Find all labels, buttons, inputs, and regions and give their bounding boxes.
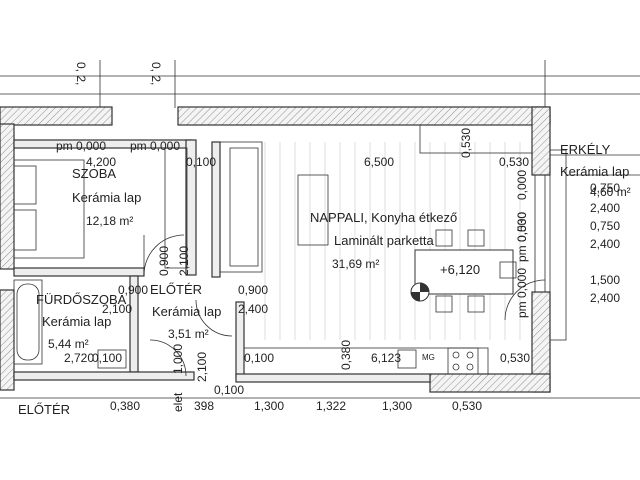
dim-0000-vertical: 0,000: [515, 170, 529, 200]
level-elevation: +6,120: [440, 262, 480, 277]
level-pm-vertical-2: pm 0,000: [515, 212, 529, 262]
axis-mark-middle: 0, 2,: [149, 62, 163, 85]
dim-0750-a: 0,750: [590, 181, 620, 195]
dining-table: [414, 229, 517, 313]
dim-0100-bottom: 0,100: [214, 383, 244, 397]
interior-walls: [13, 139, 431, 383]
room-name-nappali: NAPPALI, Konyha étkező: [310, 210, 457, 225]
level-pm-vertical-1: pm 0,000: [515, 268, 529, 318]
bed: [13, 159, 85, 259]
label-mg: MG: [422, 353, 435, 362]
balcony: [549, 149, 640, 341]
room-floor-szoba: Kerámia lap: [72, 190, 141, 205]
label-elet: elet: [171, 392, 185, 412]
dim-1300-a: 1,300: [254, 399, 284, 413]
dim-0530-top: 0,530: [459, 128, 473, 158]
dim-2100-b: 2,100: [195, 352, 209, 382]
level-pm-mid: pm 0,000: [130, 139, 180, 153]
dim-0100-top: 0,100: [186, 155, 216, 169]
room-floor-nappali: Laminált parketta: [334, 233, 434, 248]
washbasin: [97, 349, 127, 369]
room-area-furdo: 5,44 m²: [48, 337, 89, 351]
level-marker: [410, 282, 430, 302]
room-name-eloter-2: ELŐTÉR: [18, 402, 70, 417]
dim-2400-b: 2,400: [590, 237, 620, 251]
room-area-szoba: 12,18 m²: [86, 214, 133, 228]
kitchen-counter: [243, 347, 489, 375]
room-area-eloter: 3,51 m²: [168, 327, 209, 341]
axis-mark-left: 0, 2,: [74, 62, 88, 85]
dim-2720: 2,720: [64, 351, 94, 365]
room-name-eloter: ELŐTÉR: [150, 282, 202, 297]
dim-0530-bottom: 0,530: [500, 351, 530, 365]
balcony-door: [504, 175, 546, 321]
dim-398: 398: [194, 399, 214, 413]
dim-1500: 1,500: [590, 273, 620, 287]
kitchen-counter-top: [419, 124, 533, 154]
bathtub: [13, 279, 43, 365]
dim-0900-h-mid: 0,900: [238, 283, 268, 297]
dim-0530-bottom-2: 0,530: [452, 399, 482, 413]
room-name-furdo: FÜRDŐSZOBA: [36, 292, 127, 307]
axis-lines: [0, 60, 640, 108]
room-name-szoba: SZOBA: [72, 166, 116, 181]
dim-1322: 1,322: [316, 399, 346, 413]
exterior-walls: [0, 106, 551, 393]
dim-2400-a: 2,400: [590, 201, 620, 215]
dim-6500: 6,500: [364, 155, 394, 169]
sofa: [219, 141, 263, 273]
dim-1000: 1,000: [171, 344, 185, 374]
room-name-erkely: ERKÉLY: [560, 142, 611, 157]
dim-4200: 4,200: [86, 155, 116, 169]
room-floor-eloter: Kerámia lap: [152, 304, 221, 319]
dim-0530-vertical: 0,530: [515, 212, 529, 242]
room-area-nappali: 31,69 m²: [332, 257, 379, 271]
dim-0750-b: 0,750: [590, 219, 620, 233]
dim-2100-h-left: 2,100: [102, 302, 132, 316]
wardrobe: [164, 147, 188, 269]
doors: [143, 234, 233, 377]
coffee-table: [297, 174, 329, 246]
dim-0900-vertical: 0,900: [157, 246, 171, 276]
level-pm-left: pm 0,000: [56, 139, 106, 153]
dim-1300-b: 1,300: [382, 399, 412, 413]
room-area-erkely: 4,60 m²: [590, 185, 631, 199]
dim-0900-h-left: 0,900: [118, 283, 148, 297]
room-floor-erkely: Kerámia lap: [560, 164, 629, 179]
dim-2100-vertical: 2,100: [177, 246, 191, 276]
dim-0100-mid: 0,100: [244, 351, 274, 365]
dim-0100-furdo: 0,100: [92, 351, 122, 365]
dim-0380-vertical: 0,380: [339, 340, 353, 370]
dim-2400-h-mid: 2,400: [238, 302, 268, 316]
room-floor-furdo: Kerámia lap: [42, 314, 111, 329]
dim-2400-c: 2,400: [590, 291, 620, 305]
dim-6123: 6,123: [371, 351, 401, 365]
dim-0380-bottom: 0,380: [110, 399, 140, 413]
dim-0530-erkely: 0,530: [499, 155, 529, 169]
